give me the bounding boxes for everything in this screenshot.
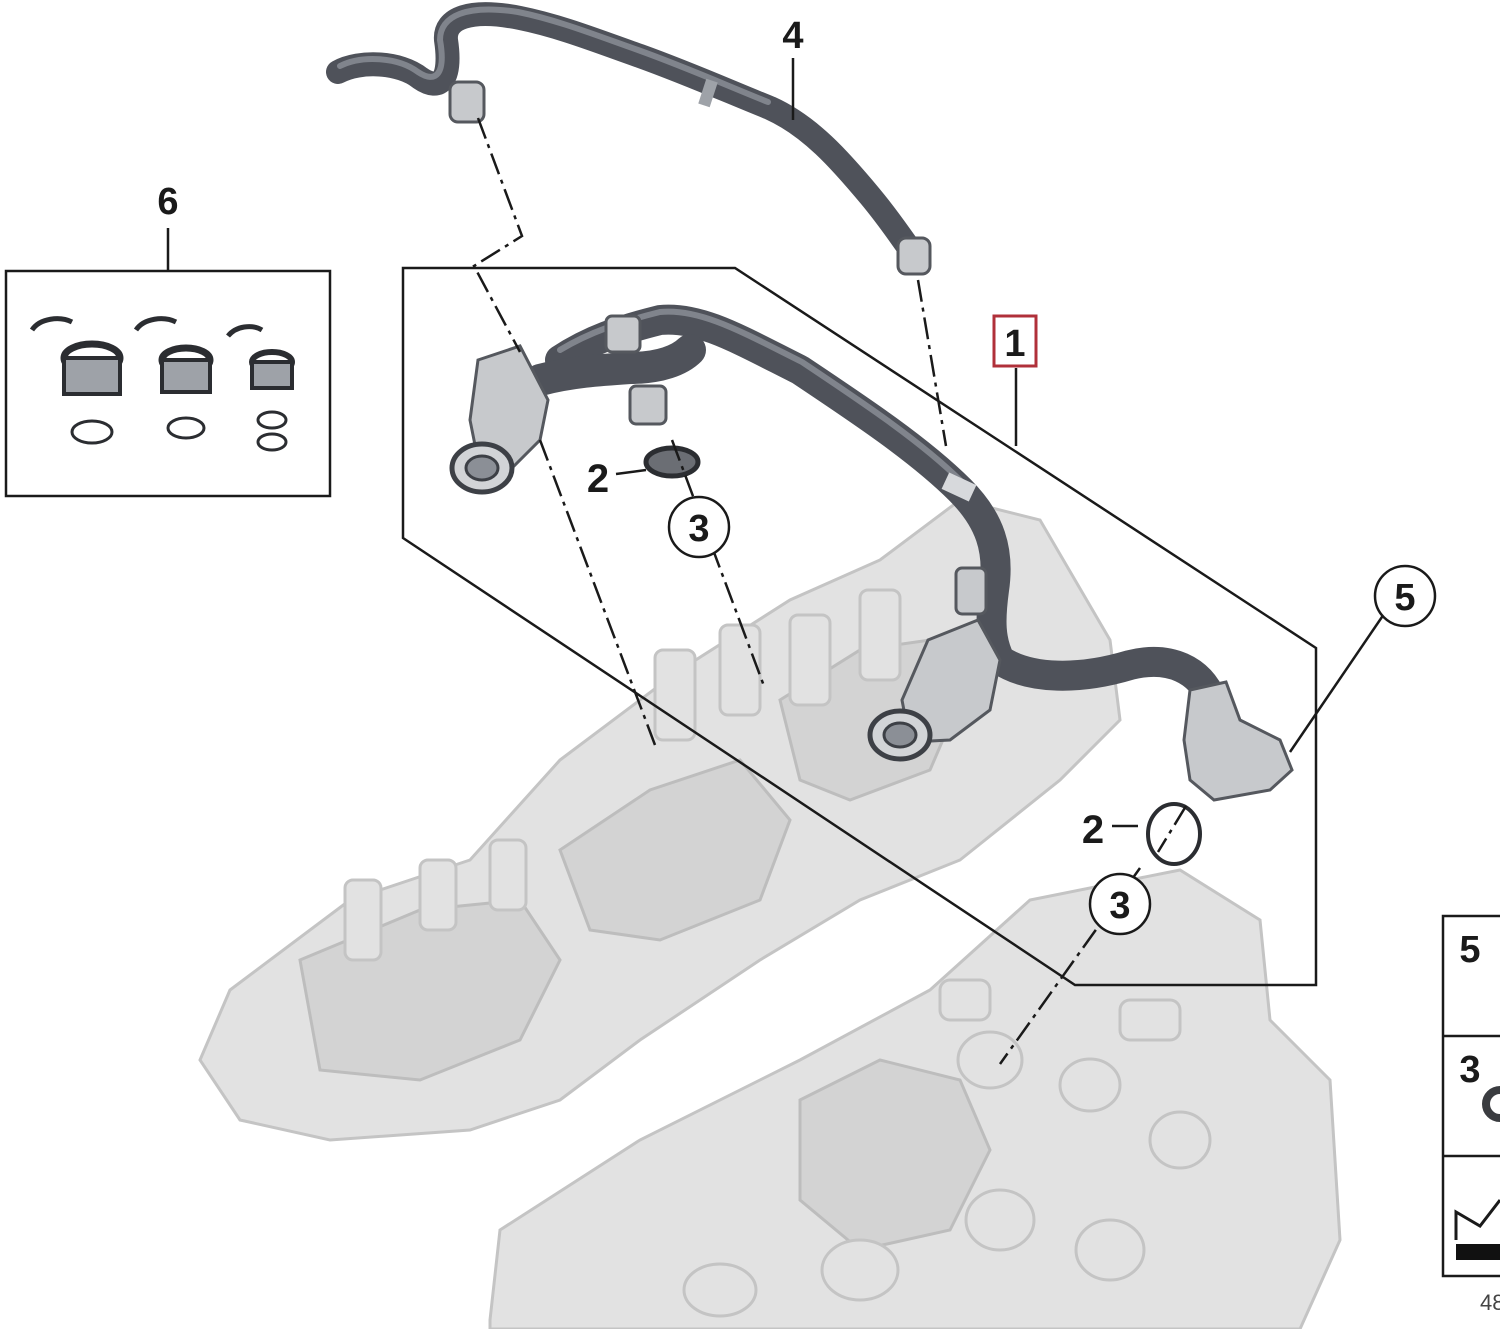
callout-3-lower-circle [1088, 872, 1152, 936]
callout-5-circle [1373, 564, 1437, 628]
callout-2-upper: 2 [587, 457, 609, 501]
assembly-frame [401, 266, 1318, 987]
diagram-code: 48 [1480, 1290, 1500, 1315]
kit-box-part-6 [4, 269, 332, 498]
side-table-row-5: 5 [1459, 929, 1480, 971]
elbow-connector [1182, 680, 1294, 802]
upper-valve-body [468, 344, 550, 472]
callout-3-upper-circle [667, 495, 731, 559]
hose-assembly-part-1 [449, 304, 1294, 802]
side-table-tool-icon [1454, 1199, 1500, 1240]
callout-2-lower: 2 [1082, 808, 1104, 852]
lower-valve-body [900, 618, 1002, 744]
callout-1-box [992, 314, 1038, 368]
callout-3-lower: 3 [1109, 885, 1130, 927]
leader-lines [166, 58, 1386, 828]
callout-5: 5 [1394, 577, 1415, 619]
callout-6: 6 [157, 181, 178, 223]
callout-1: 1 [1004, 323, 1025, 365]
side-table-ring-icon [1482, 1086, 1500, 1122]
callout-3-upper: 3 [688, 508, 709, 550]
gasket-ring-lower [1146, 802, 1202, 866]
hose-part-4 [326, 2, 932, 276]
callout-4: 4 [782, 15, 803, 57]
gasket-ring-upper [643, 445, 701, 479]
side-table-row-3: 3 [1459, 1049, 1480, 1091]
side-table: 5 3 48 [1441, 914, 1500, 1315]
engine-block [198, 498, 1342, 1329]
